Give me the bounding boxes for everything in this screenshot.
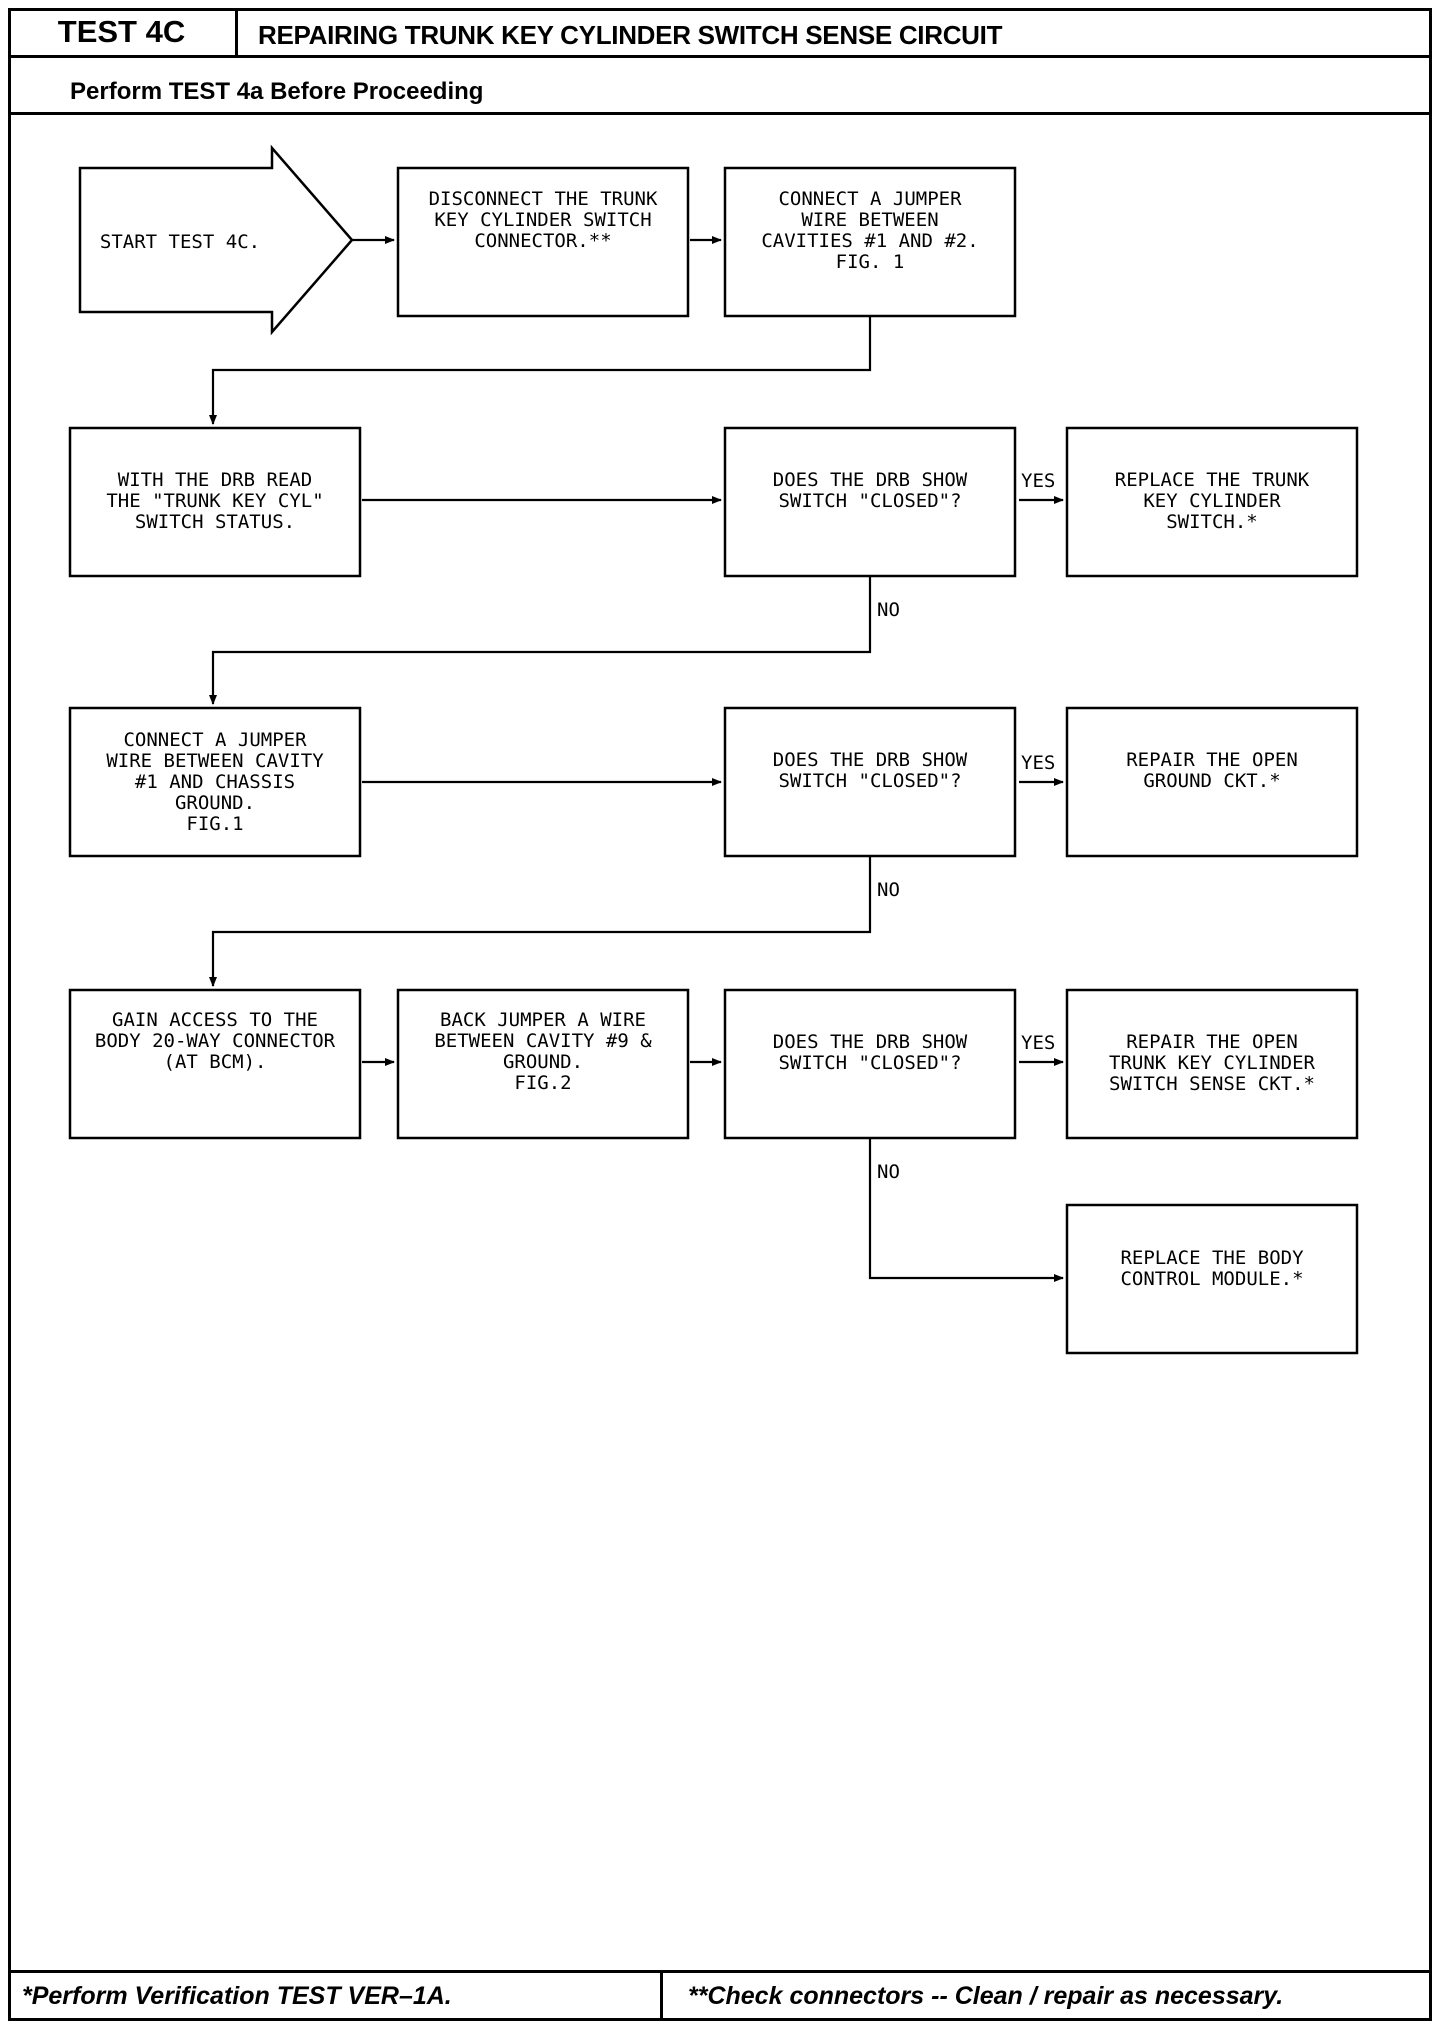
text-line: #1 AND CHASSIS (135, 771, 295, 793)
text-line: REPLACE THE BODY (1120, 1247, 1304, 1269)
text-line: BODY 20-WAY CONNECTOR (95, 1030, 336, 1052)
footer-verification-note: *Perform Verification TEST VER–1A. (22, 1982, 452, 2010)
text-line: (AT BCM). (164, 1051, 267, 1073)
text-line: DOES THE DRB SHOW (773, 749, 968, 771)
text-line: SWITCH SENSE CKT.* (1109, 1073, 1315, 1095)
text-line: REPLACE THE TRUNK (1115, 469, 1310, 491)
text-line: THE "TRUNK KEY CYL" (106, 490, 323, 512)
arrow-jumper-to-read (209, 316, 872, 425)
yes-label-2: YES (1021, 752, 1055, 774)
text-line: SWITCH STATUS. (135, 511, 295, 533)
no-label-3: NO (877, 1161, 900, 1183)
text-line: KEY CYLINDER (1143, 490, 1281, 512)
start-text: START TEST 4C. (100, 231, 260, 253)
header-bottom-divider (8, 112, 1432, 115)
yes-label-1: YES (1021, 470, 1055, 492)
text-line: GAIN ACCESS TO THE (112, 1009, 318, 1031)
header-divider (238, 55, 1432, 58)
text-line: SWITCH "CLOSED"? (778, 490, 961, 512)
text-line: CONNECT A JUMPER (778, 188, 962, 210)
text-line: SWITCH "CLOSED"? (778, 1052, 961, 1074)
text-line: GROUND CKT.* (1143, 770, 1280, 792)
no-label-1: NO (877, 599, 900, 621)
text-line: CONTROL MODULE.* (1120, 1268, 1303, 1290)
text-line: WIRE BETWEEN (801, 209, 938, 231)
yes-label-3: YES (1021, 1032, 1055, 1054)
text-line: CONNECT A JUMPER (123, 729, 307, 751)
text-line: GROUND. (503, 1051, 583, 1073)
text-line: DISCONNECT THE TRUNK (429, 188, 658, 210)
text-line: KEY CYLINDER SWITCH (434, 209, 651, 231)
text-line: BETWEEN CAVITY #9 & (434, 1030, 652, 1052)
text-line: GROUND. (175, 792, 255, 814)
text-line: WITH THE DRB READ (118, 469, 312, 491)
text-line: REPAIR THE OPEN (1126, 749, 1298, 771)
text-line: FIG.2 (514, 1072, 571, 1094)
text-line: FIG.1 (186, 813, 243, 835)
text-line: START TEST 4C. (100, 231, 260, 253)
text-line: CAVITIES #1 AND #2. (761, 230, 978, 252)
procedure-title: REPAIRING TRUNK KEY CYLINDER SWITCH SENS… (258, 20, 1003, 50)
text-line: WIRE BETWEEN CAVITY (106, 750, 324, 772)
no-label-2: NO (877, 879, 900, 901)
arrow-decision1-no (209, 576, 872, 705)
text-line: SWITCH "CLOSED"? (778, 770, 961, 792)
text-line: REPAIR THE OPEN (1126, 1031, 1298, 1053)
text-line: CONNECTOR.** (474, 230, 611, 252)
text-line: BACK JUMPER A WIRE (440, 1009, 646, 1031)
test-id: TEST 4C (8, 8, 238, 58)
text-line: DOES THE DRB SHOW (773, 469, 968, 491)
arrow-decision2-no (209, 856, 872, 987)
footer-connector-note: **Check connectors -- Clean / repair as … (688, 1982, 1284, 2010)
text-line: DOES THE DRB SHOW (773, 1031, 968, 1053)
text-line: TRUNK KEY CYLINDER (1109, 1052, 1315, 1074)
page-frame (8, 8, 1432, 2021)
footer-divider (8, 1970, 1432, 1973)
start-step: START TEST 4C. (78, 144, 354, 336)
text-line: FIG. 1 (836, 251, 905, 273)
prerequisite-note: Perform TEST 4a Before Proceeding (70, 78, 484, 105)
text-line: SWITCH.* (1166, 511, 1258, 533)
arrow-decision3-no (868, 1138, 1064, 1282)
footer-column-divider (660, 1970, 663, 2020)
